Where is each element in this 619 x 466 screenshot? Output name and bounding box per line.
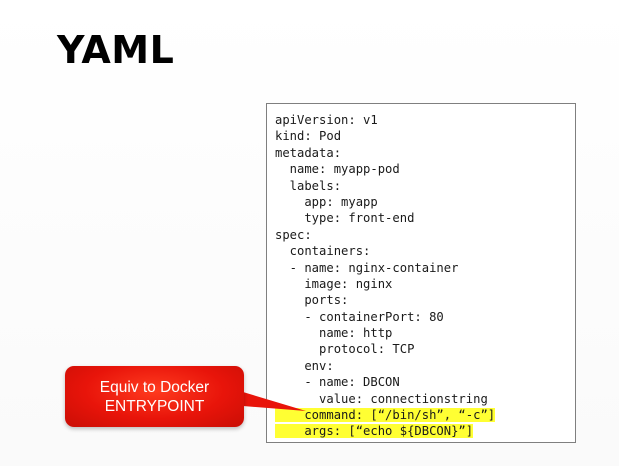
code-line-containers: containers: bbox=[275, 244, 371, 259]
entrypoint-callout: Equiv to Docker ENTRYPOINT bbox=[65, 366, 244, 427]
code-line-env-name: - name: DBCON bbox=[275, 375, 400, 390]
code-line-env-value: value: connectionstring bbox=[275, 391, 488, 406]
slide-title: YAML bbox=[57, 28, 175, 72]
code-line-image: image: nginx bbox=[275, 276, 393, 291]
code-line-metadata: metadata: bbox=[275, 145, 342, 160]
code-line-command: command: [“/bin/sh”, “-c”] bbox=[275, 408, 496, 423]
code-line-name: name: myapp-pod bbox=[275, 162, 400, 177]
code-line-port-name: name: http bbox=[275, 326, 393, 341]
code-line-ports: ports: bbox=[275, 293, 349, 308]
code-line-kind: kind: Pod bbox=[275, 129, 342, 144]
code-line-containerport: - containerPort: 80 bbox=[275, 309, 444, 324]
yaml-code-box: apiVersion: v1 kind: Pod metadata: name:… bbox=[266, 103, 576, 443]
code-line-labels: labels: bbox=[275, 178, 342, 193]
code-line-app: app: myapp bbox=[275, 194, 378, 209]
code-line-type: type: front-end bbox=[275, 211, 415, 226]
code-line-args: args: [“echo ${DBCON}”] bbox=[275, 424, 474, 439]
code-line-env: env: bbox=[275, 358, 334, 373]
code-line-container-name: - name: nginx-container bbox=[275, 260, 459, 275]
callout-line-1: Equiv to Docker bbox=[99, 379, 210, 396]
code-line-command-row: command: [“/bin/sh”, “-c”] bbox=[267, 407, 575, 423]
code-line-spec: spec: bbox=[275, 227, 312, 242]
code-line-apiversion: apiVersion: v1 bbox=[275, 113, 378, 127]
code-line-args-row: args: [“echo ${DBCON}”] bbox=[267, 423, 575, 439]
code-line-protocol: protocol: TCP bbox=[275, 342, 415, 357]
callout-line-2: ENTRYPOINT bbox=[104, 398, 205, 415]
